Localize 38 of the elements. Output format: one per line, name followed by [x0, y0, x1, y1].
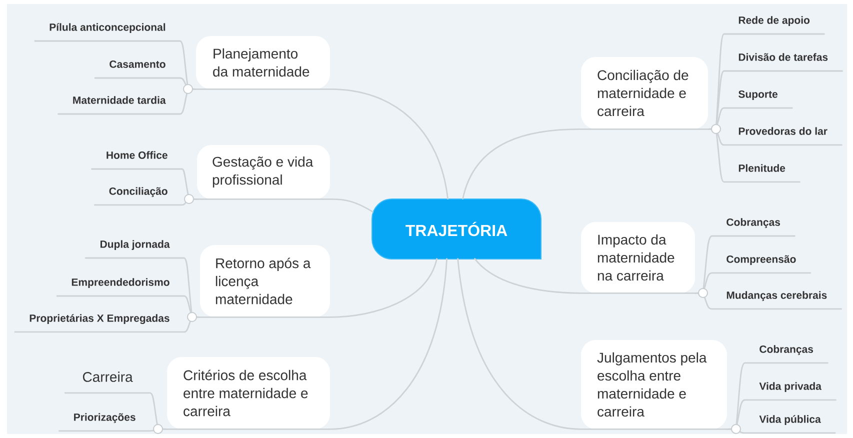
branch-line: [474, 258, 696, 294]
subtopic-label: Proprietárias X Empregadas: [30, 314, 170, 324]
branch-line: [58, 428, 168, 432]
topic-box: Gestação e vida profissional: [197, 144, 330, 199]
subtopic-label: Vida privada: [759, 382, 822, 392]
subtopic-label: Suporte: [738, 90, 778, 100]
subtopic-label: Conciliação: [109, 187, 168, 197]
subtopic-label: Compreensão: [726, 255, 796, 265]
subtopic-label: Divisão de tarefas: [738, 53, 828, 61]
subtopic-label: Maternidade tardia: [73, 96, 166, 104]
subtopic-label: Plenitude: [738, 164, 786, 172]
branch-line: [94, 198, 198, 206]
subtopic-label: Vida pública: [759, 415, 821, 425]
central-topic-box: TRAJETÓRIA: [372, 198, 542, 260]
subtopic-label: Pílula anticoncepcional: [50, 23, 166, 33]
subtopic-label: Cobranças: [726, 218, 780, 228]
subtopic-label: Dupla jornada: [100, 240, 170, 250]
topic-box: Retorno após a licença maternidade: [200, 244, 330, 317]
subtopic-label: Provedoras do lar: [738, 127, 828, 135]
topic-box: Planejamento da maternidade: [196, 36, 330, 89]
topic-box: Conciliação de maternidade e carreira: [581, 57, 708, 129]
subtopic-label: Carreira: [82, 372, 133, 382]
topic-box: Critérios de escolha entre maternidade e carreira: [167, 356, 330, 429]
topic-box: Julgamentos pela escolha entre maternidade e carreira: [581, 340, 727, 429]
topic-box: Impacto da maternidade na carreira: [581, 222, 695, 293]
subtopic-label: Rede de apoio: [738, 16, 810, 26]
branch-line: [195, 88, 448, 200]
branch-line: [457, 258, 728, 430]
subtopic-label: Cobranças: [760, 345, 814, 355]
subtopic-label: Mudanças cerebrais: [726, 291, 827, 301]
subtopic-label: Casamento: [110, 60, 166, 68]
subtopic-label: Empreendedorismo: [72, 278, 170, 288]
branch-line: [199, 258, 438, 318]
subtopic-label: Priorizações: [74, 413, 136, 423]
branch-line: [462, 128, 709, 200]
branch-line: [166, 258, 448, 430]
subtopic-label: Home Office: [106, 151, 168, 159]
branch-line: [196, 198, 374, 212]
